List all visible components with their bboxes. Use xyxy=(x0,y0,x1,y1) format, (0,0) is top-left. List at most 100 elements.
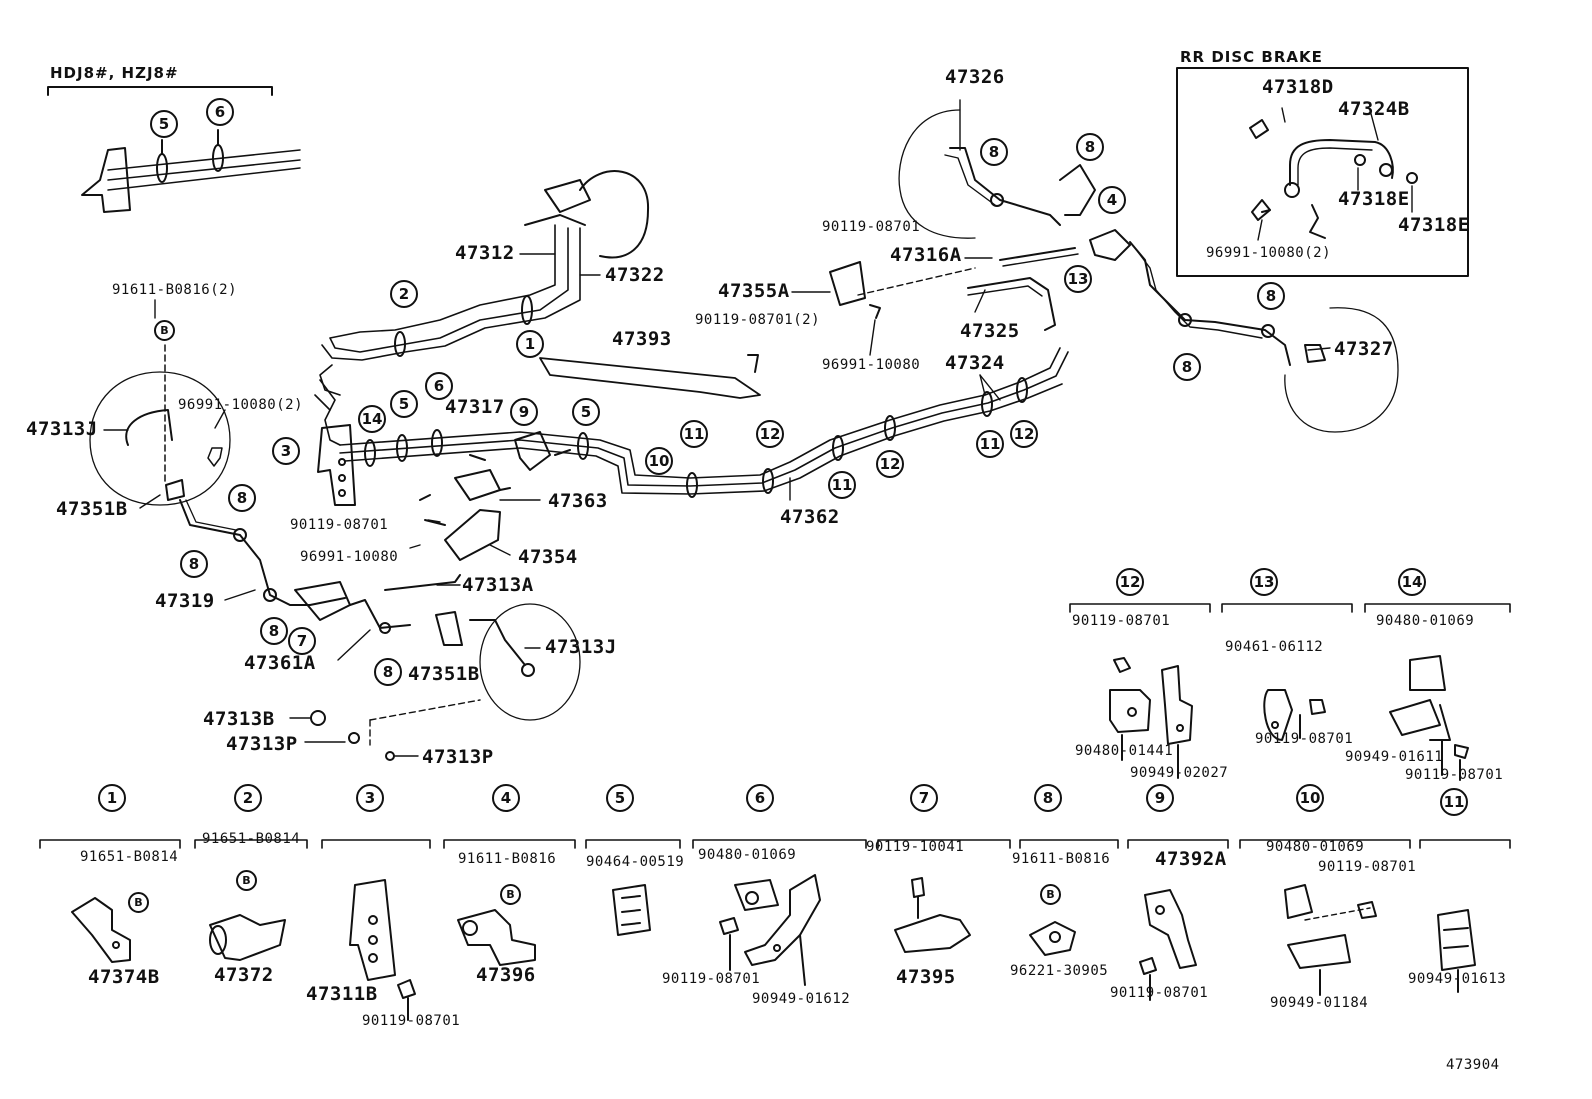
part-47318E-1: 47318E xyxy=(1338,188,1410,210)
pn-90949-01184: 90949-01184 xyxy=(1270,995,1369,1011)
pn-90119-08701-left: 90119-08701 xyxy=(290,517,389,533)
callout-10: 10 xyxy=(645,447,673,475)
hose-47319 xyxy=(179,499,526,666)
part-47313J-left: 47313J xyxy=(26,418,98,440)
part-47363: 47363 xyxy=(548,490,608,512)
pn-96991-10080-left: 96991-10080 xyxy=(300,549,399,565)
callout-4: 4 xyxy=(1098,186,1126,214)
callout-4: 4 xyxy=(492,784,520,812)
pn-96991-10080-mid: 96991-10080 xyxy=(822,357,921,373)
pn-90119-08701-g10: 90119-08701 xyxy=(1318,859,1417,875)
rr-disc-title: RR DISC BRAKE xyxy=(1180,48,1323,66)
pn-90480-01069-g14: 90480-01069 xyxy=(1376,613,1475,629)
callout-13: 13 xyxy=(1250,568,1278,596)
part-47322: 47322 xyxy=(605,264,665,286)
bottom-parts xyxy=(71,874,1476,1021)
brackets-47363-47354 xyxy=(419,469,511,561)
callout-8: 8 xyxy=(228,484,256,512)
pn-96221-30905: 96221-30905 xyxy=(1010,963,1109,979)
group-14-parts xyxy=(1389,655,1469,781)
part-47324: 47324 xyxy=(945,352,1005,374)
callout-3: 3 xyxy=(356,784,384,812)
callout-12: 12 xyxy=(1010,420,1038,448)
callout-6: 6 xyxy=(425,372,453,400)
part-47374B: 47374B xyxy=(88,966,160,988)
group-brackets-right xyxy=(1069,603,1511,613)
pn-90480-01441: 90480-01441 xyxy=(1075,743,1174,759)
cover-plate-47393 xyxy=(539,357,761,399)
callout-3: 3 xyxy=(272,437,300,465)
group-12-parts xyxy=(1109,657,1193,779)
callout-7: 7 xyxy=(910,784,938,812)
part-47313P-left: 47313P xyxy=(226,733,298,755)
part-47316A: 47316A xyxy=(890,244,962,266)
part-47354: 47354 xyxy=(518,546,578,568)
callout-8: 8 xyxy=(1257,282,1285,310)
left-front-drum xyxy=(89,344,231,506)
pn-90480-01069-g6: 90480-01069 xyxy=(698,847,797,863)
rear-left-drum xyxy=(898,109,1096,239)
leader-lines xyxy=(103,99,1413,757)
pn-90949-02027: 90949-02027 xyxy=(1130,765,1229,781)
part-47313B: 47313B xyxy=(203,708,275,730)
right-front-drum xyxy=(310,603,581,761)
variant-label: HDJ8#, HZJ8# xyxy=(50,64,179,82)
part-47395: 47395 xyxy=(896,966,956,988)
pn-96991-10080-2-left: 96991-10080(2) xyxy=(178,397,304,413)
pn-90119-08701-g12: 90119-08701 xyxy=(1072,613,1171,629)
callout-11: 11 xyxy=(680,420,708,448)
part-47396: 47396 xyxy=(476,964,536,986)
callout-2: 2 xyxy=(390,280,418,308)
part-47326: 47326 xyxy=(945,66,1005,88)
part-47313J-right: 47313J xyxy=(545,636,617,658)
part-47319: 47319 xyxy=(155,590,215,612)
part-47325: 47325 xyxy=(960,320,1020,342)
pn-90119-08701-g13: 90119-08701 xyxy=(1255,731,1354,747)
pn-90949-01611: 90949-01611 xyxy=(1345,749,1444,765)
callout-6: 6 xyxy=(206,98,234,126)
variant-bracket xyxy=(47,86,273,96)
pn-90119-08701-g14: 90119-08701 xyxy=(1405,767,1504,783)
rr-disc-parts xyxy=(1249,119,1418,239)
pn-96991-10080-2-rr: 96991-10080(2) xyxy=(1206,245,1332,261)
callout-8: 8 xyxy=(980,138,1008,166)
part-47355A: 47355A xyxy=(718,280,790,302)
pn-91611-B0816-2: 91611-B0816(2) xyxy=(112,282,238,298)
junction-47317 xyxy=(514,431,551,471)
pn-90119-08701-top: 90119-08701 xyxy=(822,219,921,235)
main-brake-lines xyxy=(339,347,1069,498)
pn-90119-08701-g6: 90119-08701 xyxy=(662,971,761,987)
callout-8: 8 xyxy=(1034,784,1062,812)
part-47318E-2: 47318E xyxy=(1398,214,1470,236)
pn-91611-B0816-g4: 91611-B0816 xyxy=(458,851,557,867)
callout-13: 13 xyxy=(1064,265,1092,293)
pn-91651-B0814-g2: 91651-B0814 xyxy=(202,831,301,847)
callout-11: 11 xyxy=(828,471,856,499)
part-47351B-right: 47351B xyxy=(408,663,480,685)
bolt-symbol: B xyxy=(236,870,257,891)
pn-90464-00519: 90464-00519 xyxy=(586,854,685,870)
callout-8: 8 xyxy=(180,550,208,578)
rear-junction xyxy=(747,229,1131,373)
part-47312: 47312 xyxy=(455,242,515,264)
part-47362: 47362 xyxy=(780,506,840,528)
group-brackets-bottom xyxy=(39,839,1511,849)
front-tubes xyxy=(314,224,581,446)
callout-14: 14 xyxy=(358,405,386,433)
rear-right-tubes xyxy=(1129,241,1399,433)
part-47393: 47393 xyxy=(612,328,672,350)
bolt-symbol: B xyxy=(500,884,521,905)
callout-14: 14 xyxy=(1398,568,1426,596)
callout-2: 2 xyxy=(234,784,262,812)
part-47324B: 47324B xyxy=(1338,98,1410,120)
drawing-number: 473904 xyxy=(1446,1057,1500,1073)
part-47361A: 47361A xyxy=(244,652,316,674)
callout-12: 12 xyxy=(1116,568,1144,596)
callout-5: 5 xyxy=(390,390,418,418)
callout-11: 11 xyxy=(976,430,1004,458)
callout-8: 8 xyxy=(1076,133,1104,161)
pn-90119-08701-g9: 90119-08701 xyxy=(1110,985,1209,1001)
part-47327: 47327 xyxy=(1334,338,1394,360)
